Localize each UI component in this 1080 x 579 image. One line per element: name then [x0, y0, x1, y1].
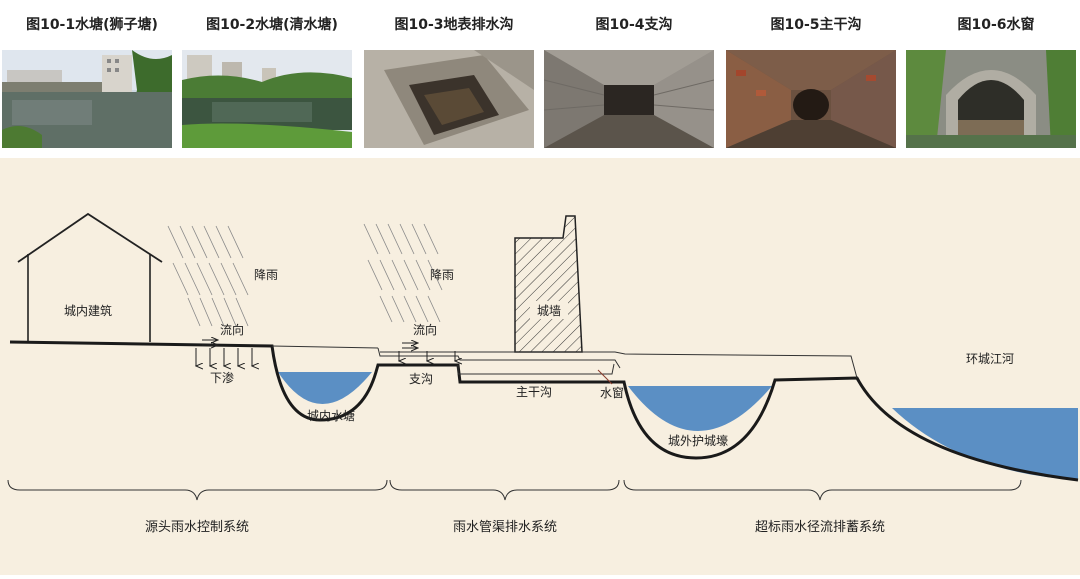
photo-pond-qingshuitang [182, 50, 352, 148]
moat-water [628, 386, 772, 431]
photo-strip: 图10-1水塘(狮子塘) 图10-2水塘(清水塘) [0, 0, 1080, 160]
photo-pond-shizitang [2, 50, 172, 148]
pond-water [278, 372, 372, 404]
infiltration-arrows [196, 348, 252, 366]
flow-label-right: 流向 [413, 322, 437, 337]
photo-caption-5: 图10-5主干沟 [770, 17, 862, 33]
flow-label-left: 流向 [220, 322, 244, 337]
ground-profile [9, 340, 1079, 482]
wall-label: 城墙 [537, 304, 561, 318]
flow-arrows-right [399, 343, 455, 361]
building-label: 城内建筑 [64, 303, 112, 318]
flow-arrows-left [202, 340, 218, 345]
moat-label: 城外护城壕 [668, 433, 728, 448]
section-braces [7, 479, 1022, 501]
pond-label: 城内水塘 [307, 408, 355, 423]
rain-label-right: 降雨 [430, 268, 454, 282]
river-water [892, 408, 1078, 480]
photo-branch-channel [544, 50, 714, 148]
photo-main-channel [726, 50, 896, 148]
rain-lines-right [363, 223, 443, 323]
section-label-source: 源头雨水控制系统 [145, 520, 249, 535]
river-label: 环城江河 [966, 352, 1014, 366]
photo-caption-3: 图10-3地表排水沟 [394, 17, 514, 33]
infiltration-label: 下渗 [210, 370, 234, 385]
photo-caption-2: 图10-2水塘(清水塘) [206, 17, 338, 33]
main-channel-label: 主干沟 [516, 385, 552, 399]
branch-label: 支沟 [409, 372, 433, 386]
city-wall [514, 215, 583, 353]
photo-caption-1: 图10-1水塘(狮子塘) [26, 17, 158, 33]
section-label-excess: 超标雨水径流排蓄系统 [755, 520, 885, 535]
water-window-label: 水窗 [600, 386, 624, 400]
photo-water-window [906, 50, 1076, 148]
water-window-marker [597, 369, 613, 385]
rain-label-left: 降雨 [254, 268, 278, 282]
photo-caption-6: 图10-6水窗 [957, 17, 1035, 33]
building [17, 212, 163, 342]
drainage-cross-section-diagram: 城内建筑 降雨 降雨 [0, 158, 1080, 575]
rain-lines-left [167, 225, 249, 327]
photo-surface-drain [364, 50, 534, 148]
section-label-pipe: 雨水管渠排水系统 [453, 520, 557, 535]
photo-caption-4: 图10-4支沟 [595, 17, 673, 33]
